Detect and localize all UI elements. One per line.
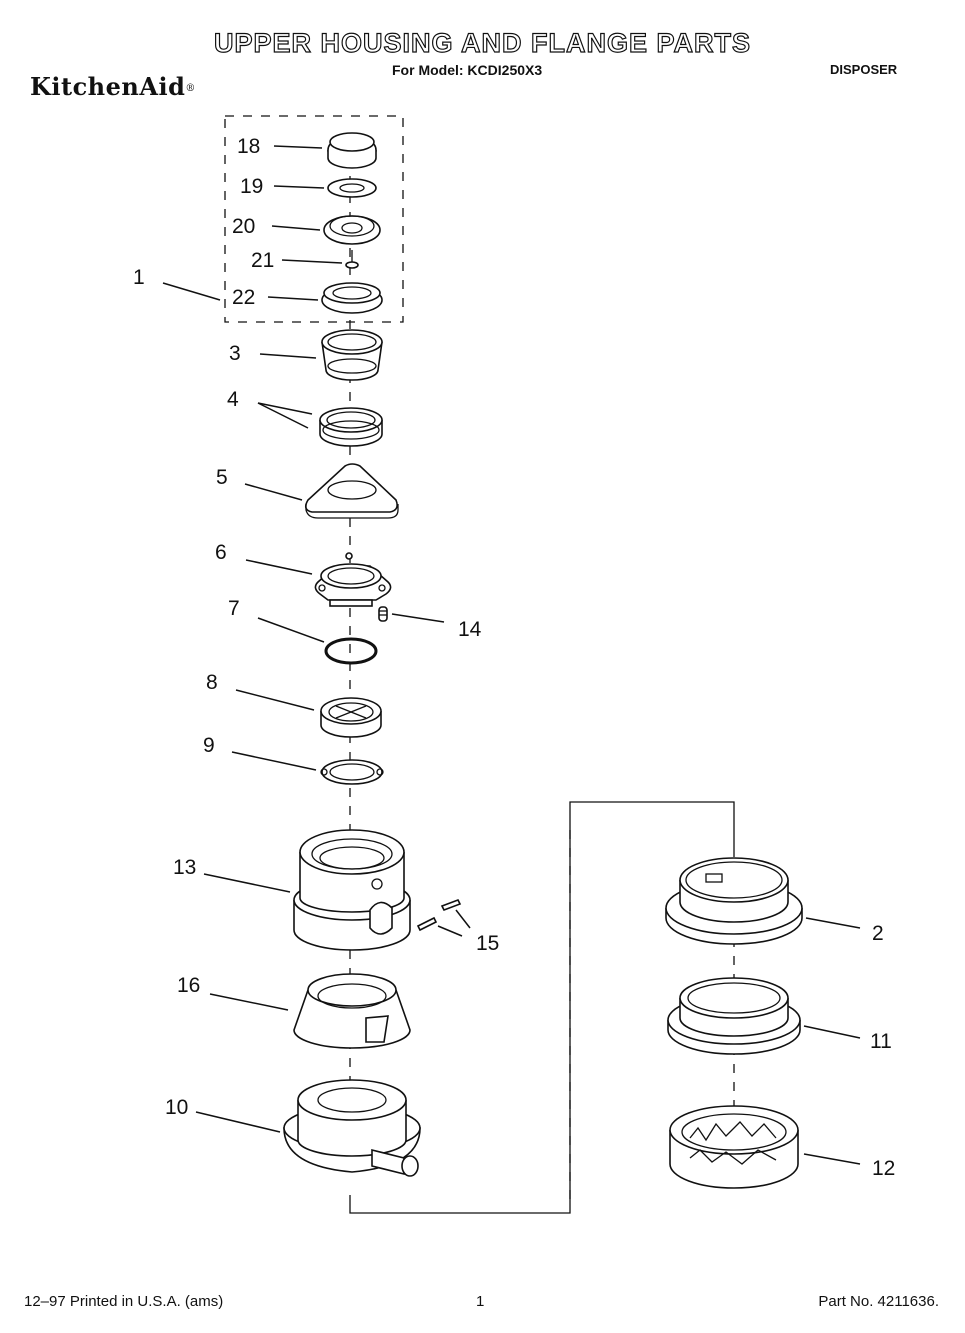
callout-1: 1: [133, 266, 145, 289]
part-15-clips: [416, 898, 462, 932]
callout-16: 16: [177, 974, 200, 997]
callout-2: 2: [872, 922, 884, 945]
part-9-mounting-gasket: [320, 759, 384, 785]
callout-6: 6: [215, 541, 227, 564]
model-subtitle: For Model: KCDI250X3: [392, 62, 543, 78]
part-11-adapter-ring: [667, 977, 801, 1055]
callout-22: 22: [232, 286, 255, 309]
callout-11: 11: [870, 1030, 892, 1053]
callout-9: 9: [203, 734, 215, 757]
callout-5: 5: [216, 466, 228, 489]
callout-3: 3: [229, 342, 241, 365]
assembly-group-box: [224, 115, 404, 323]
part-12-grind-ring: [669, 1105, 799, 1189]
callout-8: 8: [206, 671, 218, 694]
callout-10: 10: [165, 1096, 188, 1119]
part-3-sink-flange: [321, 329, 383, 381]
registered-mark: ®: [185, 83, 196, 94]
part-16-insulation: [293, 973, 411, 1049]
callout-4: 4: [227, 388, 239, 411]
footer-part-number: Part No. 4211636.: [818, 1293, 939, 1310]
part-22-ring: [321, 282, 383, 314]
leader-lines: [162, 145, 861, 1165]
callout-13: 13: [173, 856, 196, 879]
part-8-splash-guard: [320, 697, 382, 738]
part-18-cap: [327, 132, 377, 169]
part-4-gasket: [319, 407, 383, 447]
callout-21: 21: [251, 249, 274, 272]
callout-7: 7: [228, 597, 240, 620]
footer-page-number: 1: [476, 1293, 485, 1310]
part-6-mounting-ring: [314, 552, 392, 607]
callout-15: 15: [476, 932, 499, 955]
footer-print-info: 12–97 Printed in U.S.A. (ams): [24, 1293, 224, 1310]
part-14-spring: [378, 606, 388, 622]
part-20-stopper: [323, 215, 381, 245]
callout-20: 20: [232, 215, 255, 238]
page-title: UPPER HOUSING AND FLANGE PARTS: [213, 27, 752, 58]
category-label: DISPOSER: [830, 62, 898, 77]
part-7-snap-ring: [324, 637, 378, 665]
part-5-triangle-flange: [304, 463, 399, 519]
part-2-flange-ring: [665, 857, 803, 945]
brand-logo-text: KitchenAid: [30, 72, 186, 101]
part-13-upper-housing: [293, 829, 411, 951]
part-10-lower-housing: [283, 1079, 421, 1177]
callout-19: 19: [240, 175, 263, 198]
part-19-washer: [327, 178, 377, 198]
callout-18: 18: [237, 135, 260, 158]
brand-logo: KitchenAid®: [30, 72, 196, 101]
callout-12: 12: [872, 1157, 895, 1180]
side-parts-connector: [349, 801, 735, 1214]
callout-14: 14: [458, 618, 482, 641]
part-21-stem: [345, 250, 359, 269]
